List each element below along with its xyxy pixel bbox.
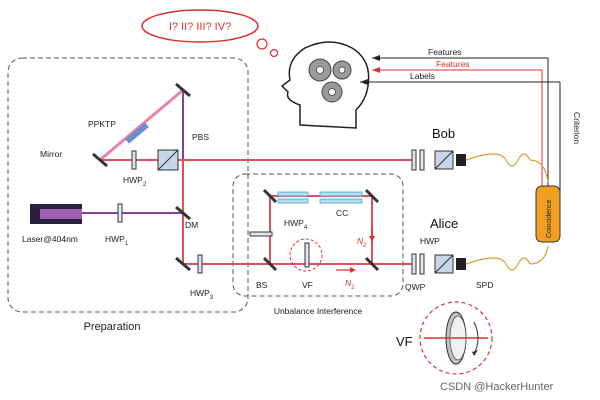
thought-bubble: I? II? III? IV? [141,9,279,58]
n2-label: N2 [357,236,367,249]
hwp1-label: HWP1 [105,234,129,247]
mirror-label: Mirror [40,149,62,159]
coincidence-label: Coincidence [546,199,553,238]
alice-label: Alice [430,216,458,231]
fibers [529,159,549,265]
dm-label: DM [185,220,198,230]
hwp2-label: HWP2 [123,175,147,188]
bob-label: Bob [432,126,455,141]
alice-optics [411,253,531,275]
unbalance-label: Unbalance Interference [274,306,363,316]
waveplates [117,150,310,274]
preparation-box [7,57,249,313]
pbs-label: PBS [192,132,209,142]
features-black-label: Features [428,47,462,57]
criterion-label: Criterion [572,112,582,144]
thought-cloud-icon [141,9,259,43]
feedback-arrows: Features Features Labels Criterion [360,47,582,192]
ppktp-crystal [99,88,184,162]
pbs-cube [157,149,179,171]
head-with-gears-icon [280,41,370,129]
vf-label: VF [302,280,313,290]
vf-large [419,301,493,375]
mirrors [92,82,380,272]
vf-highlight-small [289,238,323,272]
bs-label: BS [256,280,268,290]
bob-optics [411,149,531,171]
unbalance-box [232,173,404,297]
qwp-label: QWP [405,282,426,292]
laser-icon [30,204,82,224]
n1-label: N1 [345,278,354,291]
vf-large-label: VF [396,334,413,349]
cc-label: CC [336,208,348,218]
watermark: CSDN @HackerHunter [440,381,554,393]
cc-crystals [277,191,363,204]
features-red-label: Features [436,59,470,69]
hwp4-label: HWP4 [284,218,308,231]
ppktp-label: PPKTP [88,119,116,129]
labels-label: Labels [410,71,435,81]
hwp-label: HWP [420,236,440,246]
preparation-label: Preparation [84,321,141,333]
detector-icon [456,154,466,166]
coincidence-box: Coincidence [535,185,561,243]
hwp3-label: HWP3 [190,288,214,301]
laser-label: Laser@404nm [22,234,78,244]
thought-bubble-text: I? II? III? IV? [169,21,231,33]
signal-beams [100,159,415,265]
spd-label: SPD [476,280,493,290]
n-arrows [336,226,375,273]
